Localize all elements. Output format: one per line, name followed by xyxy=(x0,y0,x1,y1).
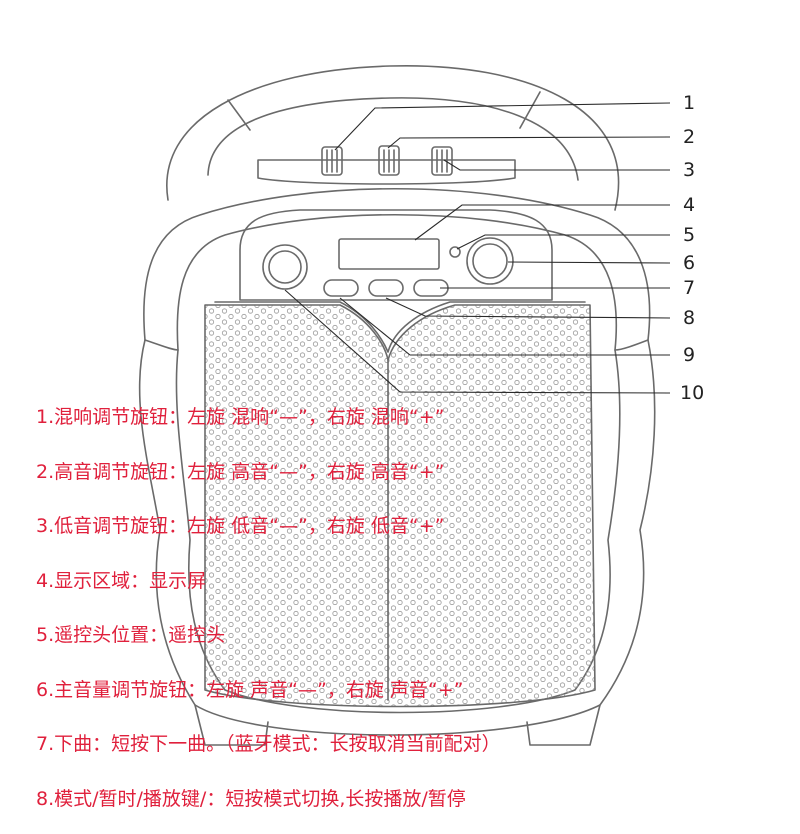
leader-3 xyxy=(444,160,670,170)
desc-remote-receiver: 5.遥控头位置：遥控头 xyxy=(36,616,501,671)
callout-4: 4 xyxy=(683,196,695,215)
prev-button xyxy=(324,280,358,296)
callout-10: 10 xyxy=(680,384,704,403)
callout-1: 1 xyxy=(683,94,695,113)
callout-9: 9 xyxy=(683,346,695,365)
desc-treble-knob: 2.高音调节旋钮：左旋 高音“—”，右旋 高音“+” xyxy=(36,453,501,508)
callout-7: 7 xyxy=(683,279,695,298)
desc-volume-knob: 6.主音量调节旋钮：左旋 声音“—”，右旋 声音“+” xyxy=(36,671,501,726)
desc-next-track: 7.下曲：短按下一曲。（蓝牙模式：长按取消当前配对） xyxy=(36,725,501,780)
desc-reverb-knob: 1.混响调节旋钮：左旋 混响“—”，右旋 混响“+” xyxy=(36,398,501,453)
callout-3: 3 xyxy=(683,161,695,180)
handle-inner xyxy=(208,98,578,180)
callout-2: 2 xyxy=(683,128,695,147)
desc-bass-knob: 3.低音调节旋钮：左旋 低音“—”，右旋 低音“+” xyxy=(36,507,501,562)
description-list: 1.混响调节旋钮：左旋 混响“—”，右旋 混响“+” 2.高音调节旋钮：左旋 高… xyxy=(36,398,501,834)
leader-5 xyxy=(457,235,670,249)
callout-6: 6 xyxy=(683,254,695,273)
callout-5: 5 xyxy=(683,226,695,245)
leader-6 xyxy=(508,262,670,263)
desc-mode-play-button: 8.模式/暂时/播放键/：短按模式切换,长按播放/暂停 xyxy=(36,780,501,834)
callout-8: 8 xyxy=(683,309,695,328)
volume-knob xyxy=(467,238,513,284)
leader-2 xyxy=(388,137,670,148)
display-screen xyxy=(339,239,439,269)
desc-display-area: 4.显示区域：显示屏 xyxy=(36,562,501,617)
top-panel xyxy=(258,160,515,184)
mode-button xyxy=(369,280,403,296)
